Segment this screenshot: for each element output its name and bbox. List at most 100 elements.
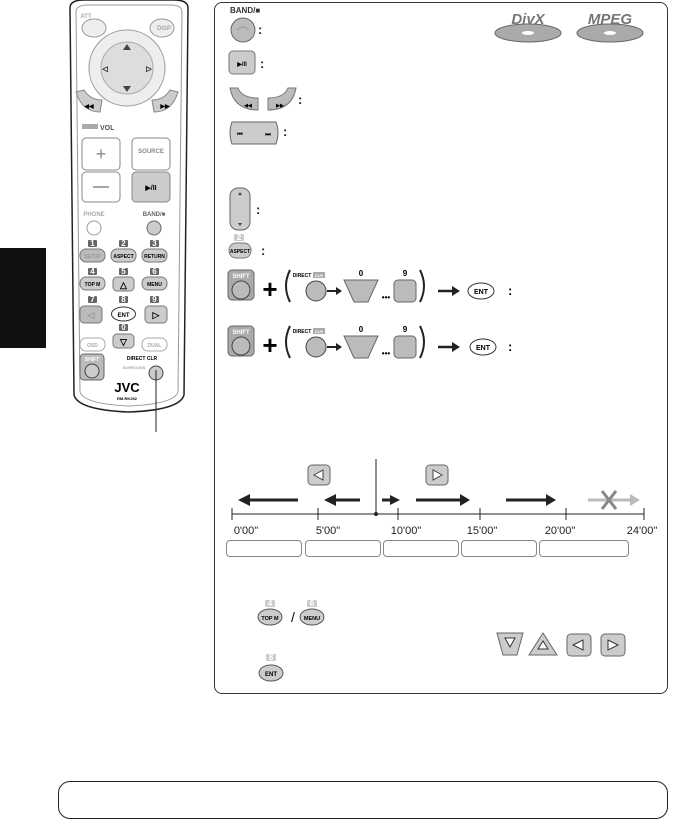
skip-button-icon: ⏮ ⏭ <box>229 121 279 145</box>
svg-text:+: + <box>262 274 277 304</box>
svg-text:MPEG: MPEG <box>588 11 633 28</box>
svg-text:DUAL: DUAL <box>148 343 162 349</box>
svg-text:SETUP: SETUP <box>84 254 101 260</box>
vol-up-button[interactable]: + <box>81 137 121 171</box>
rewind-button[interactable]: ◀◀ <box>75 89 103 113</box>
svg-text:▶▶: ▶▶ <box>275 103 285 109</box>
svg-text:DIRECT: DIRECT <box>293 273 312 279</box>
dual-button[interactable]: DUAL <box>141 337 168 352</box>
disp-button[interactable]: DISP <box>149 18 175 38</box>
svg-text:RETURN: RETURN <box>144 254 165 260</box>
svg-text:7: 7 <box>90 295 95 304</box>
vol-down-button[interactable] <box>81 171 121 203</box>
fast-forward-button[interactable]: ▶▶ <box>151 89 179 113</box>
note-box <box>58 781 668 819</box>
svg-text:ENT: ENT <box>474 289 489 296</box>
ent-button-icon: 8 ENT <box>258 654 284 682</box>
band-button[interactable] <box>146 220 162 236</box>
svg-text:6: 6 <box>310 599 315 608</box>
timeline-slot-4 <box>461 540 537 557</box>
timeline-slot-3 <box>383 540 459 557</box>
remote-control-illustration: ATT DISP ◁ ▷ ◀◀ ▶▶ VOL + SOURCE ▶/II <box>69 0 189 413</box>
band-label: BAND/■ <box>230 6 261 15</box>
right-button-icon <box>425 464 449 486</box>
timeline-label-4: 20'00" <box>545 525 576 537</box>
svg-text:ENT: ENT <box>476 345 491 352</box>
play-pause-button-icon: ▶/II <box>228 50 256 75</box>
svg-text:•••: ••• <box>382 293 391 302</box>
direct-entry-sequence-1: SHIFT + DIRECT CLR 0 ••• 9 ENT : <box>227 269 512 304</box>
svg-text:▶/II: ▶/II <box>236 61 247 68</box>
svg-text:2: 2 <box>121 239 126 248</box>
svg-text:◀◀: ◀◀ <box>83 103 94 110</box>
mpeg-disc-icon: MPEG <box>576 11 644 43</box>
phone-button[interactable] <box>86 220 102 236</box>
svg-text:DIRECT: DIRECT <box>293 329 312 335</box>
direct-entry-sequence-2: SHIFT + DIRECT CLR 0 ••• 9 ENT : <box>227 325 512 360</box>
section-tab-marker <box>0 248 46 348</box>
timeline-label-3: 15'00" <box>467 525 498 537</box>
svg-text:0: 0 <box>359 269 364 278</box>
svg-text:MENU: MENU <box>147 282 162 288</box>
osd-button[interactable]: OSD <box>79 337 106 352</box>
svg-text:ASPECT: ASPECT <box>113 254 133 260</box>
svg-text:3: 3 <box>152 239 157 248</box>
svg-text:DISP: DISP <box>157 26 171 32</box>
svg-text:BAND/■: BAND/■ <box>143 212 166 218</box>
svg-text:⏮: ⏮ <box>237 132 243 138</box>
navigation-ring[interactable]: ◁ ▷ <box>88 29 166 107</box>
timeline-label-0: 0'00" <box>234 525 258 537</box>
svg-text:CLR: CLR <box>315 273 323 278</box>
source-button[interactable]: SOURCE <box>131 137 171 171</box>
svg-text:6: 6 <box>152 267 157 276</box>
svg-text::: : <box>508 283 512 298</box>
att-button[interactable]: ATT <box>80 14 107 38</box>
svg-text::: : <box>508 339 512 354</box>
svg-text:8: 8 <box>269 654 274 662</box>
svg-text:ENT: ENT <box>265 672 277 678</box>
band-stop-button-icon <box>230 17 256 43</box>
model-number: RM-RK252 <box>117 396 138 401</box>
up-down-button-icon <box>229 187 251 231</box>
timeline-label-5: 24'00" <box>627 525 658 537</box>
timeline-slot-2 <box>305 540 381 557</box>
keypad[interactable]: 1 SETUP 2 ASPECT 3 RETURN 4 TOP M 5 △ <box>79 239 168 349</box>
direct-clr-label: DIRECT CLR <box>127 356 158 362</box>
svg-text:4: 4 <box>90 267 95 276</box>
svg-text:⏭: ⏭ <box>265 132 271 138</box>
svg-text:2: 2 <box>237 234 242 242</box>
svg-text:DivX: DivX <box>511 11 545 28</box>
play-pause-button[interactable]: ▶/II <box>131 171 171 203</box>
svg-text:0: 0 <box>359 325 364 334</box>
cursor-buttons-icon <box>496 632 626 657</box>
timeline-slot-5 <box>539 540 629 557</box>
svg-text:▽: ▽ <box>119 337 128 347</box>
svg-text:TOP M: TOP M <box>261 616 279 622</box>
svg-text:△: △ <box>119 280 128 290</box>
callout-line <box>155 370 157 432</box>
svg-text:+: + <box>96 144 107 164</box>
svg-text:◀◀: ◀◀ <box>243 103 252 109</box>
svg-text:SURROUND: SURROUND <box>122 365 145 370</box>
svg-text:ATT: ATT <box>80 14 92 20</box>
svg-text:9: 9 <box>403 269 408 278</box>
svg-text:0: 0 <box>121 323 126 332</box>
svg-text:◁: ◁ <box>87 310 96 320</box>
svg-text:4: 4 <box>268 599 273 608</box>
shift-button[interactable]: SHIFT <box>79 353 105 381</box>
vol-label: VOL <box>100 125 115 132</box>
svg-text:▶▶: ▶▶ <box>159 103 170 110</box>
jvc-logo: JVC <box>114 380 140 395</box>
svg-text:•••: ••• <box>382 349 391 358</box>
time-search-timeline: 0'00" 5'00" 10'00" 15'00" 20'00" 24'00" <box>231 459 658 537</box>
timeline-label-2: 10'00" <box>391 525 422 537</box>
svg-text:CLR: CLR <box>315 329 323 334</box>
left-button-icon <box>307 464 331 486</box>
svg-text:▷: ▷ <box>145 66 152 73</box>
rewind-ff-button-icon: ◀◀ ▶▶ <box>229 87 297 111</box>
svg-text:◁: ◁ <box>101 66 108 73</box>
svg-text:1: 1 <box>90 239 95 248</box>
svg-text:+: + <box>262 330 277 360</box>
svg-text:▶/II: ▶/II <box>144 185 156 192</box>
svg-text:SOURCE: SOURCE <box>138 149 164 155</box>
